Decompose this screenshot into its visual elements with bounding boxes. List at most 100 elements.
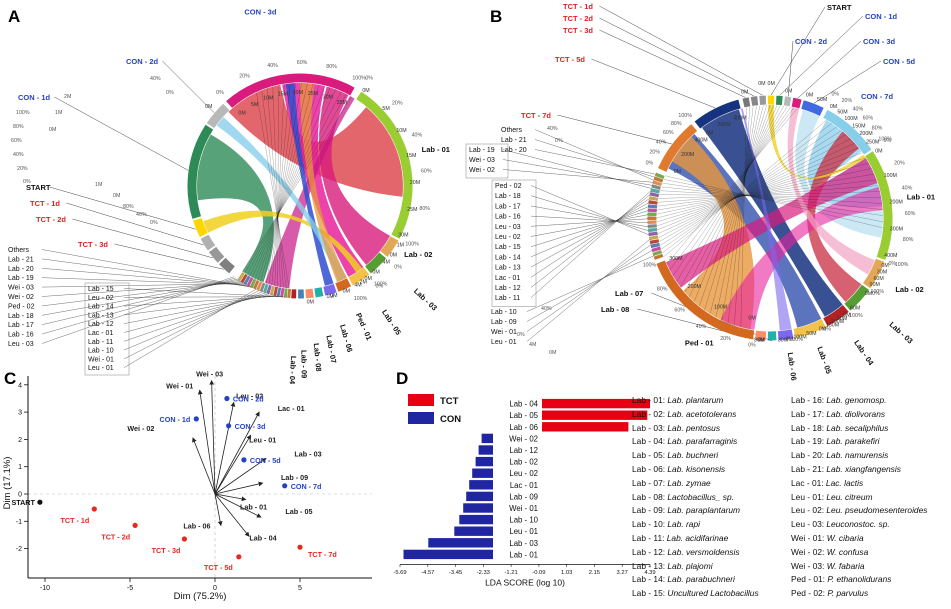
chord-segment (651, 246, 662, 253)
segment-label: Lab - 04 (852, 338, 876, 367)
hairline-ribbon (661, 126, 837, 250)
x-tick-label: -3.45 (449, 570, 462, 576)
segment-label: Lab - 09 (299, 350, 308, 378)
hairline-ribbon (255, 85, 325, 279)
chord-segment (650, 188, 660, 194)
species-list-label: Lab - 15 (495, 244, 521, 251)
chord-segment (653, 253, 664, 260)
segment-label: CON - 2d (795, 37, 828, 46)
leader-line (41, 276, 235, 344)
species-list-label: Lab - 17 (8, 322, 34, 329)
hairline-ribbon (684, 105, 781, 293)
segment-label: CON - 3d (244, 8, 277, 17)
reads-tick-label: 30M (398, 232, 408, 238)
stray-tick-label: 0M (49, 127, 56, 133)
loading-vector (214, 434, 252, 495)
sample-point-label: CON - 5d (250, 456, 281, 465)
hairline-ribbon (657, 168, 872, 215)
species-list-label: Lab - 18 (8, 313, 34, 320)
percent-tick-label: 20% (239, 73, 250, 79)
chord-ribbon (319, 86, 391, 265)
sample-point (181, 536, 187, 542)
stray-tick-label: 1M (55, 110, 62, 116)
chord-segment (187, 124, 214, 219)
hairline-ribbon (658, 138, 851, 238)
lda-bar (478, 445, 493, 455)
panel-letter: A (8, 7, 20, 26)
chord-segment (783, 96, 792, 107)
hairline-ribbon (272, 86, 281, 288)
percent-tick-label: 100% (354, 296, 368, 302)
reads-tick-label: 200M (681, 152, 694, 158)
species-legend-item: Lab - 11: Lab. acidifarinae (632, 532, 729, 543)
reads-tick-label: 0M (806, 92, 813, 98)
lda-row-label: Lab - 02 (509, 458, 538, 467)
species-legend-item: Lab - 09: Lab. paraplantarum (632, 505, 741, 516)
vector-label: Lab - 01 (240, 503, 267, 512)
sample-point (297, 544, 303, 550)
segment-label: Lab - 05 (815, 345, 833, 375)
chord-segment (652, 180, 662, 187)
chord-segment (249, 278, 257, 289)
x-tick-label: -0.09 (532, 570, 545, 576)
leader-line (123, 293, 270, 333)
reads-tick-label: 100M (793, 334, 806, 340)
species-list-label: Lab - 21 (8, 256, 34, 263)
stray-tick-label: 0% (555, 138, 563, 144)
percent-tick-label: 60% (863, 115, 874, 121)
species-list-label: Lab - 12 (495, 285, 521, 292)
y-axis-title: Dim (17.1%) (2, 457, 13, 510)
chord-segment (844, 284, 870, 311)
chord-segment (649, 192, 660, 198)
chord-segment (865, 151, 893, 260)
leader-line (599, 17, 755, 97)
stray-tick-label: 40% (541, 306, 552, 312)
stray-tick-label: 40% (13, 152, 24, 158)
percent-tick-label: 0% (748, 343, 756, 349)
hairline-ribbon (267, 88, 284, 288)
leader-line (813, 60, 882, 104)
reads-tick-label: 15M (278, 92, 288, 98)
segment-label: Lab - 01 (907, 193, 935, 202)
lda-row-label: Lab - 06 (509, 423, 538, 432)
reads-tick-label: 0M (372, 270, 379, 276)
species-legend-item: Lab - 21: Lab. xiangfangensis (791, 463, 901, 474)
lda-bar (481, 433, 493, 444)
segment-label: Lab - 02 (404, 250, 432, 259)
species-list-label: Lab - 11 (88, 339, 113, 346)
percent-tick-label: 0% (884, 138, 892, 144)
species-list-label: Lab - 20 (501, 147, 527, 154)
reads-tick-label: 0M (758, 81, 765, 87)
leader-line (530, 205, 649, 228)
y-tick-label: 3 (18, 410, 22, 417)
hairline-ribbon (659, 134, 847, 242)
x-tick-label: -10 (40, 585, 50, 592)
x-tick-label: -1.21 (504, 570, 517, 576)
hairline-ribbon (659, 194, 882, 198)
species-legend-item: Lab - 10: Lab. rapi (632, 519, 700, 530)
segment-label: Lab - 08 (312, 343, 323, 372)
percent-tick-label: 40% (902, 185, 913, 191)
lda-row-label: Lab - 12 (509, 446, 538, 455)
chord-ribbon (740, 108, 792, 331)
chord-segment (269, 285, 275, 296)
hairline-ribbon (666, 108, 798, 265)
chord-segment (273, 286, 278, 296)
percent-tick-label: 100% (878, 136, 892, 142)
stray-tick-label: 0% (517, 332, 525, 338)
segment-label: Lab - 02 (895, 285, 923, 294)
percent-tick-label: 100% (352, 75, 366, 81)
species-list-label: Lab - 16 (495, 214, 521, 221)
loading-vector (214, 481, 264, 495)
percent-tick-label: 20% (649, 150, 660, 156)
species-legend-item: Lab - 01: Lab. plantarum (632, 395, 724, 405)
chord-segment (280, 287, 285, 298)
percent-tick-label: 60% (663, 130, 674, 136)
leader-line (114, 243, 224, 270)
lda-row-label: Wei - 02 (509, 434, 538, 443)
segment-label: Lab - 06 (786, 352, 799, 381)
